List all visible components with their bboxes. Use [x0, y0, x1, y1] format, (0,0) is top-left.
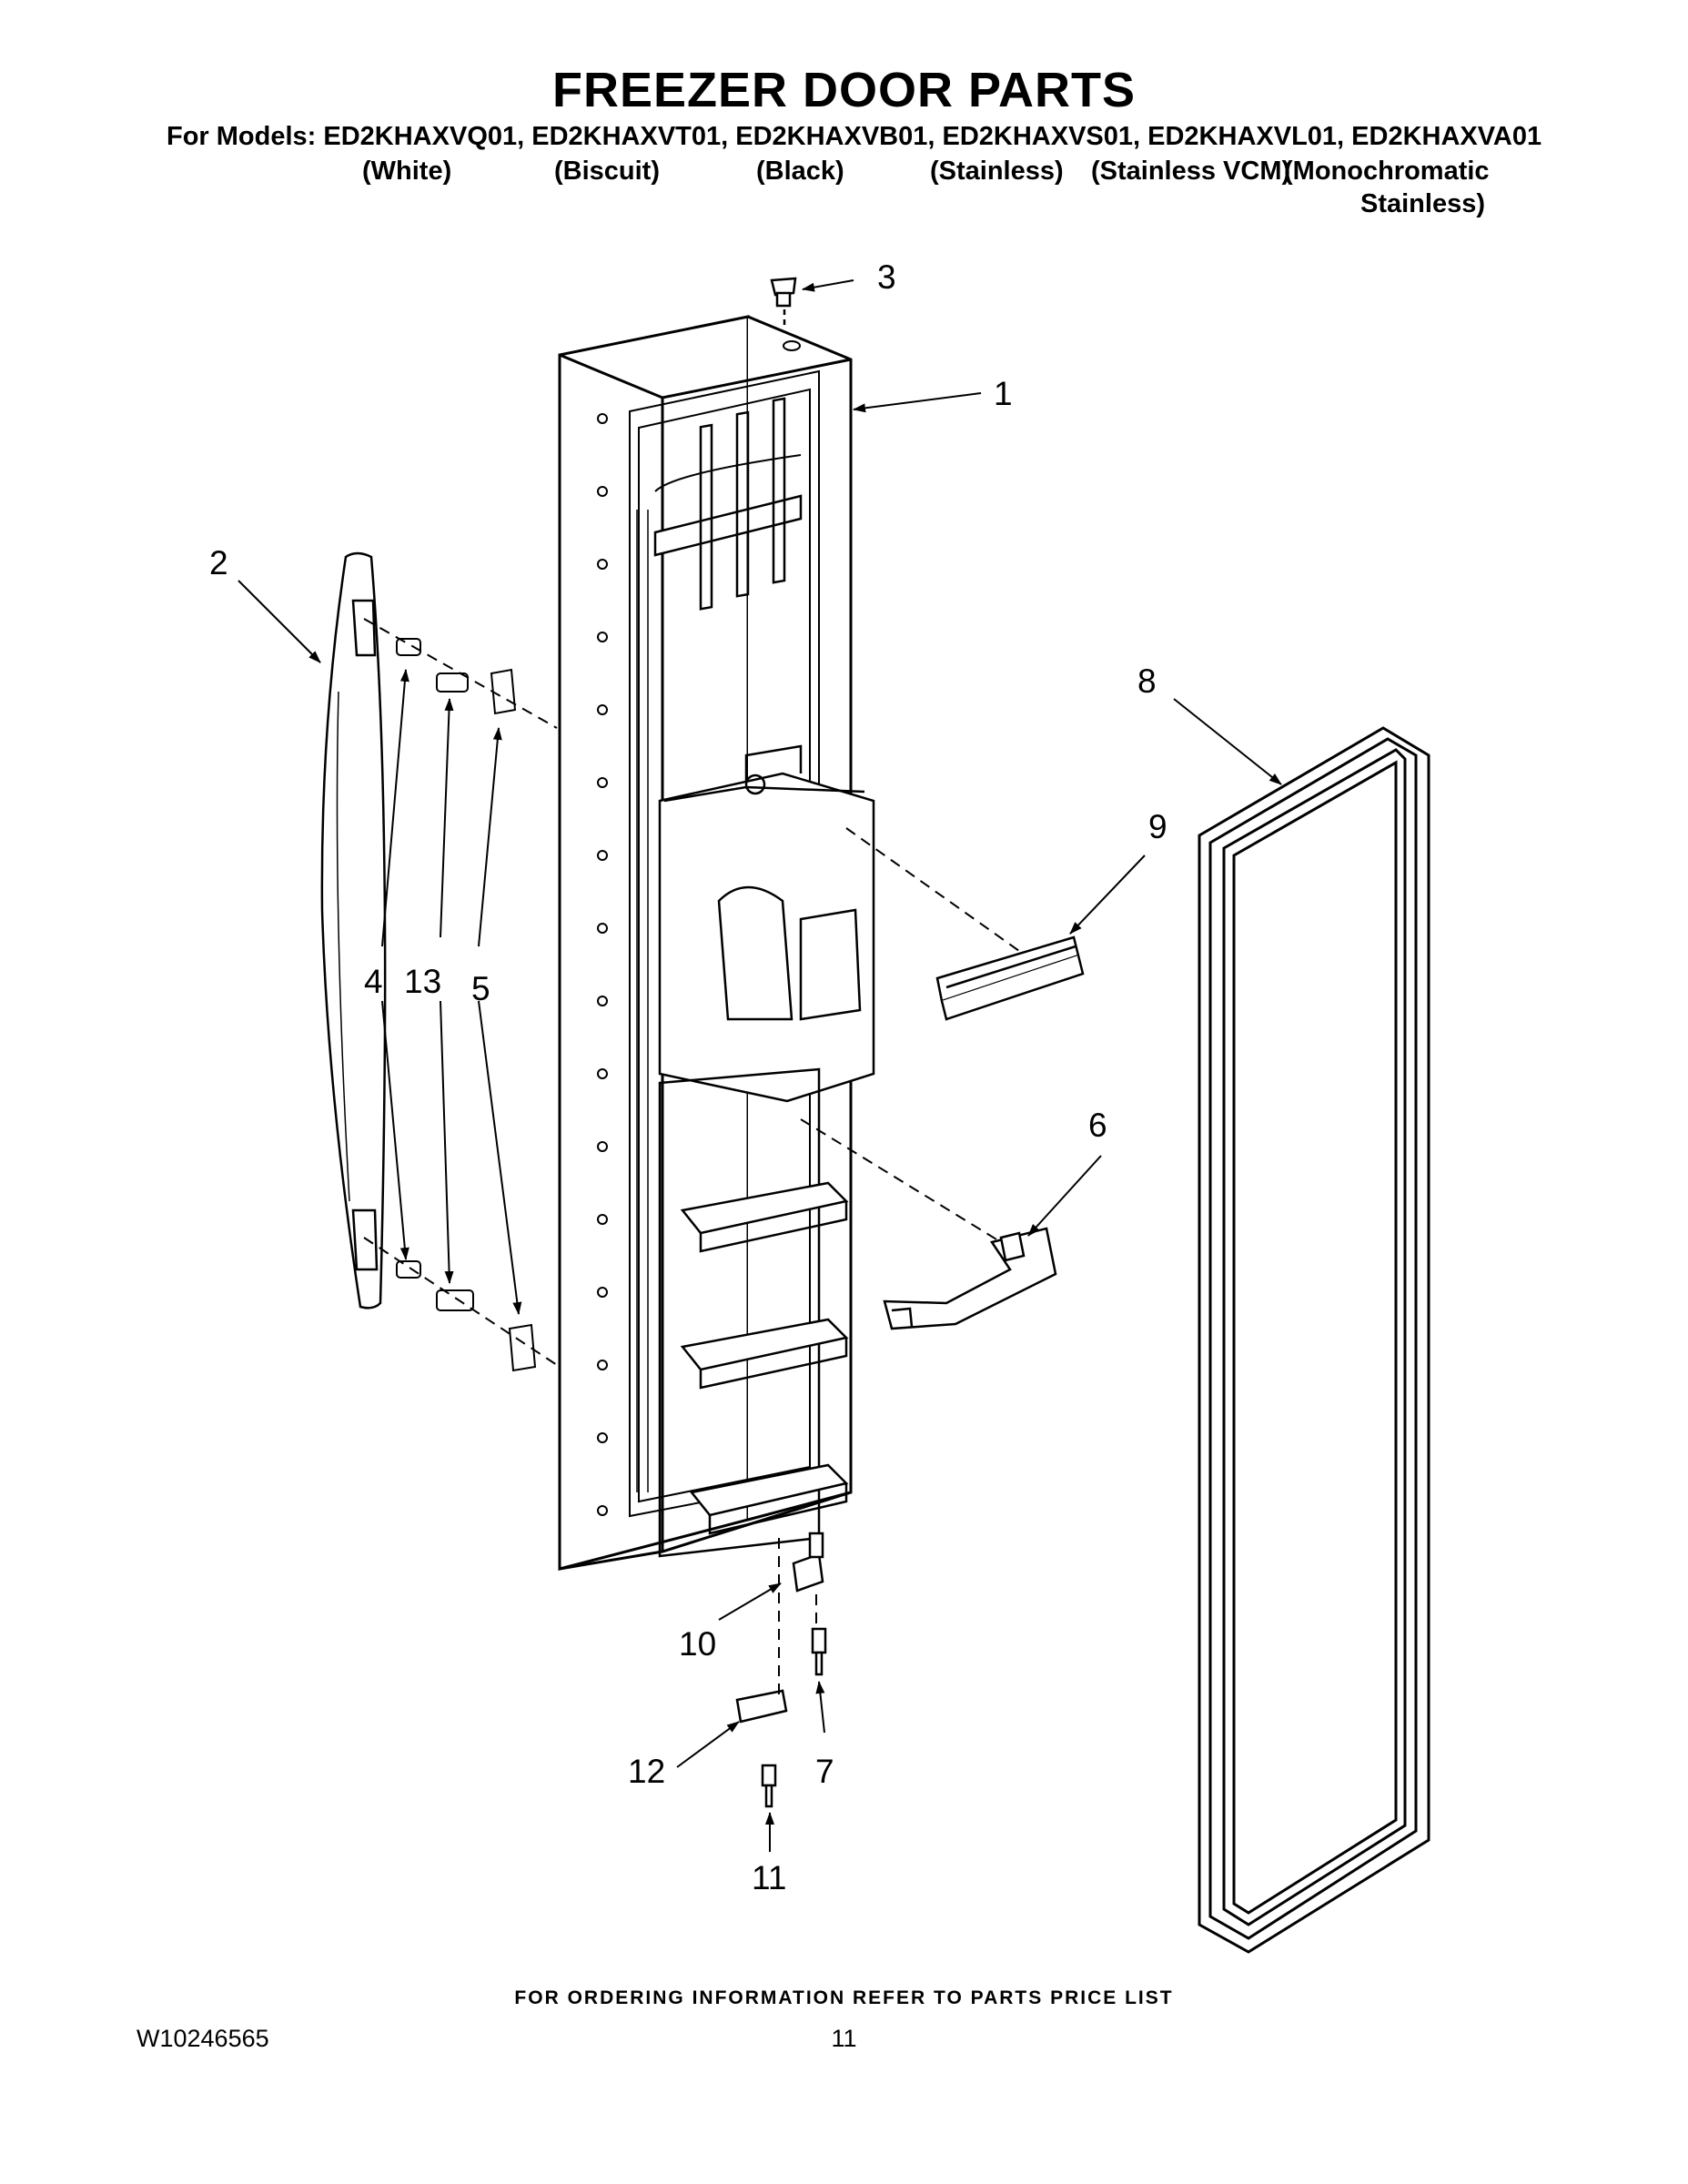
callout-13: 13 [404, 963, 442, 1000]
page-number: 11 [831, 2025, 857, 2052]
dispenser-trim [935, 935, 1085, 1021]
callout-1: 1 [994, 375, 1013, 412]
door-shelves [658, 1067, 849, 1558]
callout-2: 2 [209, 544, 228, 581]
hinge-hardware [735, 1532, 827, 1808]
handle-fasteners [396, 638, 537, 1372]
callout-5: 5 [471, 970, 490, 1007]
door-handle [320, 551, 387, 1309]
finish-stainless: (Stainless) [930, 157, 1064, 186]
page-title: FREEZER DOOR PARTS [551, 63, 1137, 117]
callout-12: 12 [628, 1753, 666, 1790]
door-bin [883, 1227, 1057, 1330]
finish-black: (Black) [756, 157, 844, 186]
alignment-lines [363, 618, 1020, 1702]
callout-7: 7 [815, 1753, 834, 1790]
finish-white: (White) [362, 157, 452, 186]
freezer-door [558, 315, 853, 1571]
finish-stainless-2: Stainless) [1360, 189, 1485, 218]
callout-6: 6 [1088, 1107, 1107, 1144]
callout-8: 8 [1137, 662, 1157, 700]
dispenser-housing [653, 397, 875, 1103]
callout-3: 3 [877, 258, 896, 296]
callout-10: 10 [679, 1625, 717, 1663]
door-gasket [1198, 726, 1430, 1954]
finish-stainless-vcm: (Stainless VCM) [1091, 157, 1291, 186]
callout-4: 4 [364, 963, 383, 1000]
document-number: W10246565 [136, 2025, 269, 2052]
ordering-note: FOR ORDERING INFORMATION REFER TO PARTS … [514, 1987, 1174, 2008]
finish-biscuit: (Biscuit) [554, 157, 660, 186]
callout-9: 9 [1148, 808, 1167, 845]
finish-monochromatic: (Monochromatic [1284, 157, 1490, 186]
callout-11: 11 [752, 1859, 787, 1896]
door-screw-holes [597, 340, 801, 1516]
callout-leaders [238, 279, 1282, 1852]
models-line: For Models: ED2KHAXVQ01, ED2KHAXVT01, ED… [167, 122, 1542, 151]
top-plug [770, 277, 797, 328]
